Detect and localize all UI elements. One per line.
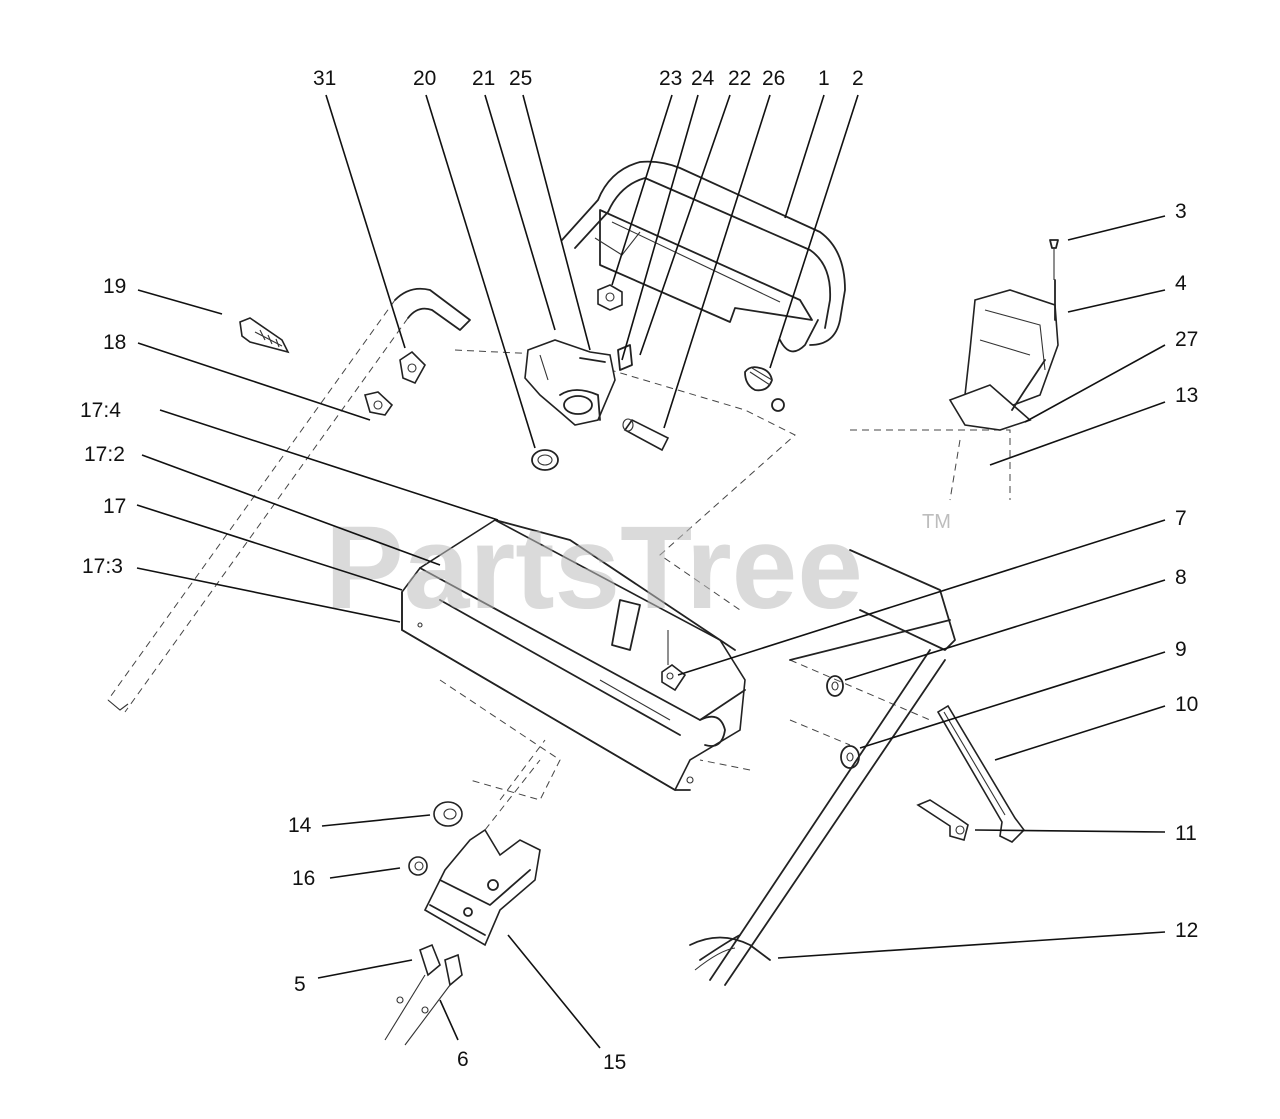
callout-7: 7 bbox=[1175, 507, 1187, 530]
callout-8: 8 bbox=[1175, 566, 1187, 589]
callout-26: 26 bbox=[762, 67, 785, 90]
leader-lines bbox=[136, 94, 1166, 1049]
callout-6: 6 bbox=[457, 1048, 469, 1071]
callout-12: 12 bbox=[1175, 919, 1198, 942]
part-screw-3 bbox=[1049, 239, 1059, 280]
callout-5: 5 bbox=[294, 973, 306, 996]
part-lower-bracket bbox=[423, 739, 546, 947]
callout-17-3: 17:3 bbox=[82, 555, 123, 578]
callout-4: 4 bbox=[1175, 272, 1187, 295]
callout-24: 24 bbox=[691, 67, 715, 90]
part-nut-23 bbox=[597, 284, 623, 311]
callout-9: 9 bbox=[1175, 638, 1187, 661]
part-control-box bbox=[948, 279, 1059, 501]
watermark-trademark: TM bbox=[922, 511, 951, 533]
part-washer-8 bbox=[826, 675, 844, 697]
callout-17: 17 bbox=[103, 495, 126, 518]
part-bolt-10 bbox=[936, 704, 1026, 843]
part-pivot-assembly bbox=[524, 339, 633, 426]
part-right-lower-tube bbox=[689, 619, 951, 986]
part-clip-31 bbox=[399, 350, 426, 385]
part-bushing-20 bbox=[531, 449, 559, 471]
callout-13: 13 bbox=[1175, 384, 1198, 407]
callout-1: 1 bbox=[818, 67, 830, 90]
callout-2: 2 bbox=[852, 67, 864, 90]
callout-17-2: 17:2 bbox=[84, 443, 125, 466]
part-bolt-19 bbox=[239, 317, 290, 354]
callout-16: 16 bbox=[292, 867, 315, 890]
callout-22: 22 bbox=[728, 67, 751, 90]
callout-25: 25 bbox=[509, 67, 532, 90]
part-plate-7 bbox=[661, 630, 687, 692]
callout-17-4: 17:4 bbox=[80, 399, 121, 422]
callout-labels: 31 20 21 25 23 24 22 26 1 2 3 4 27 13 19… bbox=[80, 67, 1198, 1074]
watermark-text: PartsTree bbox=[325, 502, 863, 634]
part-spacer-26 bbox=[622, 418, 670, 452]
part-bolt-11 bbox=[916, 799, 969, 841]
callout-27: 27 bbox=[1175, 328, 1198, 351]
part-nut-14 bbox=[433, 801, 463, 827]
callout-21: 21 bbox=[472, 67, 495, 90]
part-left-handle-tube bbox=[107, 287, 471, 713]
callout-11: 11 bbox=[1175, 822, 1197, 845]
callout-18: 18 bbox=[103, 331, 126, 354]
callout-10: 10 bbox=[1175, 693, 1198, 716]
part-spring-2 bbox=[744, 366, 785, 412]
callout-15: 15 bbox=[603, 1051, 626, 1074]
part-cable-end-6 bbox=[404, 953, 463, 1046]
callout-31: 31 bbox=[313, 67, 336, 90]
part-lower-frame bbox=[401, 519, 956, 792]
callout-3: 3 bbox=[1175, 200, 1187, 223]
callout-20: 20 bbox=[413, 67, 436, 90]
part-bolt-18 bbox=[363, 391, 394, 416]
part-upper-handle bbox=[561, 160, 846, 353]
callout-19: 19 bbox=[103, 275, 126, 298]
part-nut-16 bbox=[408, 856, 428, 876]
part-cable-end-5 bbox=[384, 943, 441, 1041]
parts-artwork bbox=[107, 160, 1059, 1046]
callout-23: 23 bbox=[659, 67, 682, 90]
callout-14: 14 bbox=[288, 814, 312, 837]
part-washer-9 bbox=[840, 745, 860, 769]
